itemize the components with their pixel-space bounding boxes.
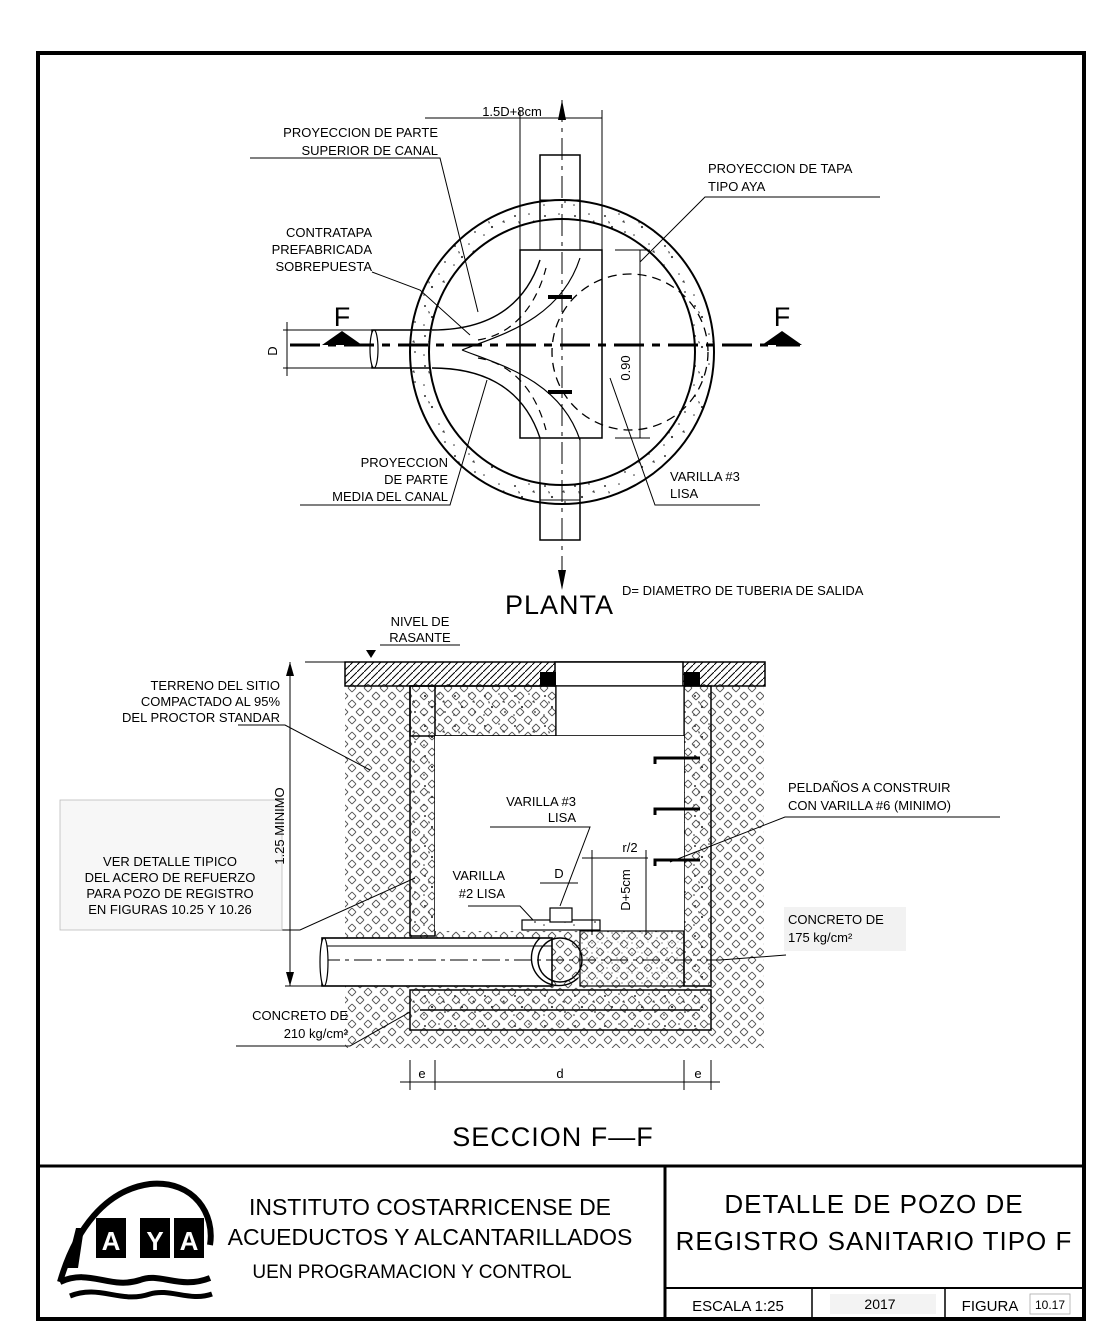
plan-d-dimension: D [265, 346, 280, 355]
label-peldanos-2: CON VARILLA #6 (MINIMO) [788, 798, 951, 813]
section-right-wall [683, 685, 712, 987]
note-ver-detalle-box [59, 799, 283, 931]
label-concreto210-2: 210 kg/cm² [284, 1026, 349, 1041]
plan-note: D= DIAMETRO DE TUBERIA DE SALIDA [622, 583, 864, 598]
plan-090-dimension: 0.90 [618, 355, 633, 380]
figure-label: FIGURA [962, 1298, 1019, 1315]
label-contratapa-2: PREFABRICADA [272, 242, 373, 257]
svg-text:Y: Y [146, 1226, 163, 1256]
section-dim-e-right: e [694, 1066, 701, 1081]
note-concreto175-box [784, 907, 906, 951]
label-terreno-3: DEL PROCTOR STANDAR [122, 710, 280, 725]
label-concreto210-1: CONCRETO DE [252, 1008, 348, 1023]
label-sec-varilla3-2: LISA [548, 810, 577, 825]
plan-width-dimension: 1.5D+8cm [482, 104, 542, 119]
drawing-title-line1: DETALLE DE POZO DE [724, 1189, 1023, 1219]
label-ver-detalle-4: EN FIGURAS 10.25 Y 10.26 [88, 902, 252, 917]
plan-title: PLANTA [505, 590, 614, 620]
section-dim-d: d [556, 1066, 563, 1081]
label-terreno-1: TERRENO DEL SITIO [150, 678, 280, 693]
label-proj-tapa-1: PROYECCION DE TAPA [708, 161, 853, 176]
section-dim-e-left: e [418, 1066, 425, 1081]
label-concreto175-2: 175 kg/cm² [788, 930, 853, 945]
drawing-title-line2: REGISTRO SANITARIO TIPO F [676, 1226, 1073, 1256]
label-nivel-2: RASANTE [389, 630, 451, 645]
section-dim-r2: r/2 [622, 840, 637, 855]
label-proj-tapa-2: TIPO AYA [708, 179, 766, 194]
title-block [38, 1164, 1084, 1319]
institution-line2: ACUEDUCTOS Y ALCANTARILLADOS [228, 1224, 633, 1250]
label-ver-detalle-1: VER DETALLE TIPICO [103, 854, 237, 869]
section-top-beam [409, 685, 557, 737]
scale-label: ESCALA 1:25 [692, 1298, 784, 1315]
aya-logo: A Y A [57, 1180, 214, 1300]
label-varilla2-2: #2 LISA [459, 886, 506, 901]
institution-line3: UEN PROGRAMACION Y CONTROL [252, 1262, 571, 1283]
label-concreto175-1: CONCRETO DE [788, 912, 884, 927]
year-label: 2017 [864, 1296, 895, 1312]
plan-tapa-projection [551, 273, 709, 431]
label-terreno-2: COMPACTADO AL 95% [141, 694, 281, 709]
label-plan-varilla3-2: LISA [670, 486, 699, 501]
section-pipe [321, 937, 553, 987]
label-nivel-1: NIVEL DE [391, 614, 450, 629]
label-peldanos-1: PELDAÑOS A CONSTRUIR [788, 780, 951, 795]
label-ver-detalle-3: PARA POZO DE REGISTRO [86, 886, 253, 901]
section-arrow-right [762, 331, 802, 345]
section-height-dimension: 1.25 MINIMO [272, 787, 287, 864]
label-proj-media-3: MEDIA DEL CANAL [332, 489, 448, 504]
label-varilla2-1: VARILLA [452, 868, 505, 883]
label-contratapa-3: SOBREPUESTA [275, 259, 372, 274]
plan-view [250, 100, 880, 590]
label-proj-superior-2: SUPERIOR DE CANAL [301, 143, 438, 158]
figure-number: 10.17 [1035, 1298, 1065, 1312]
section-title: SECCION F—F [452, 1122, 654, 1152]
section-mark-left: F [334, 302, 351, 332]
section-dim-D: D [554, 866, 563, 881]
section-view [236, 644, 1000, 1090]
section-arrow-left [322, 331, 362, 345]
label-contratapa-1: CONTRATAPA [286, 225, 372, 240]
label-sec-varilla3-1: VARILLA #3 [506, 794, 576, 809]
label-ver-detalle-2: DEL ACERO DE REFUERZO [85, 870, 256, 885]
label-proj-media-1: PROYECCION [361, 455, 448, 470]
institution-line1: INSTITUTO COSTARRICENSE DE [249, 1194, 611, 1220]
svg-text:A: A [180, 1226, 199, 1256]
svg-text:A: A [102, 1226, 121, 1256]
section-dim-D5: D+5cm [618, 869, 633, 911]
label-plan-varilla3-1: VARILLA #3 [670, 469, 740, 484]
section-mark-right: F [774, 302, 791, 332]
label-proj-superior-1: PROYECCION DE PARTE [283, 125, 438, 140]
label-proj-media-2: DE PARTE [384, 472, 448, 487]
